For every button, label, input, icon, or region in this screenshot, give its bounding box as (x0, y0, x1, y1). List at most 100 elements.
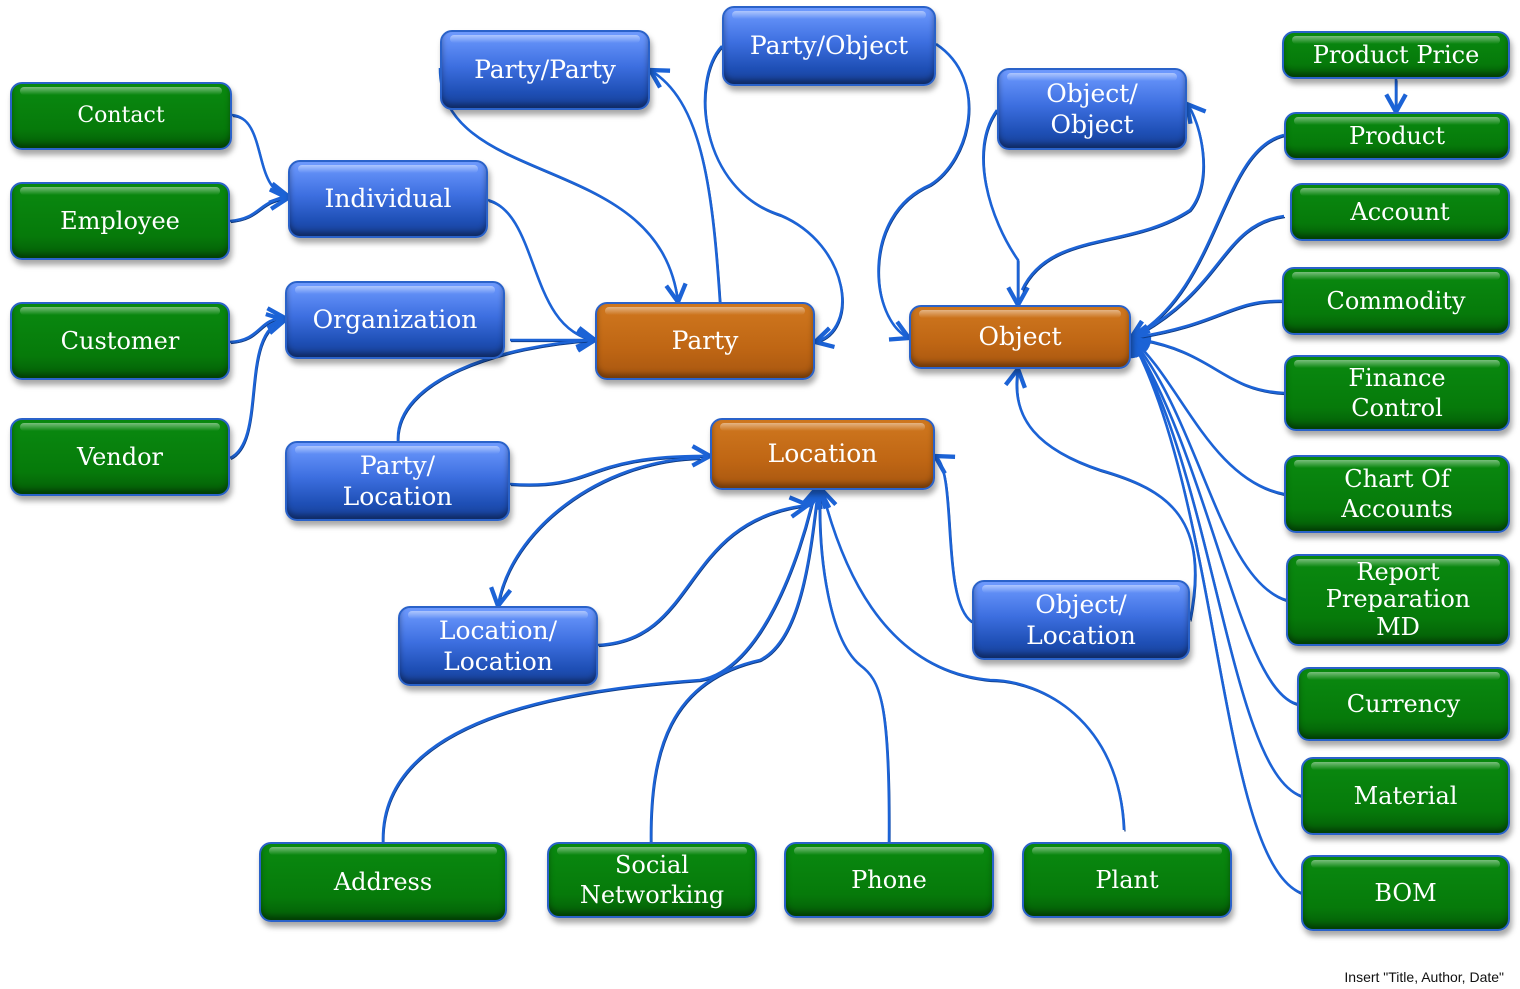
connector-phone-to-location (820, 490, 891, 843)
node-label: Plant (1095, 866, 1159, 894)
connector-party-party-to-party (438, 67, 678, 302)
node-location[interactable]: Location (710, 418, 935, 490)
node-material[interactable]: Material (1301, 757, 1510, 835)
node-social-networking[interactable]: Social Networking (547, 842, 757, 918)
node-label: Customer (60, 327, 180, 355)
connector-customer-to-organization (229, 318, 285, 344)
connector-party-location-to-party (396, 340, 595, 442)
connector-finance-control-to-object (1131, 338, 1285, 395)
connector-location-location-to-location (597, 505, 808, 647)
node-currency[interactable]: Currency (1297, 667, 1510, 741)
connector-individual-to-party (487, 198, 595, 340)
connector-party-location-to-location (509, 456, 710, 486)
node-label: Material (1353, 782, 1458, 810)
connector-shadow (510, 456, 712, 487)
connector-location-to-location-location (498, 456, 701, 606)
node-customer[interactable]: Customer (10, 302, 230, 380)
connector-shadow (650, 70, 722, 304)
node-product-price[interactable]: Product Price (1282, 31, 1510, 79)
node-object-object[interactable]: Object/ Object (997, 68, 1187, 150)
connector-shadow (935, 456, 974, 624)
connector-party-object-to-object (877, 42, 971, 338)
node-account[interactable]: Account (1290, 183, 1510, 241)
connector-material-to-object (1131, 338, 1302, 798)
node-party-location[interactable]: Party/ Location (285, 441, 510, 521)
connector-shadow (822, 491, 1126, 832)
node-individual[interactable]: Individual (288, 160, 488, 238)
connector-shadow (878, 45, 971, 341)
node-label: Vendor (76, 443, 164, 471)
node-label: Product (1349, 122, 1445, 150)
connector-contact-to-individual (231, 113, 288, 196)
node-report-preparation-md[interactable]: Report Preparation MD (1286, 554, 1510, 646)
node-address[interactable]: Address (259, 842, 507, 922)
node-label: Party/ Location (342, 450, 453, 511)
connector-employee-to-individual (229, 198, 288, 223)
node-finance-control[interactable]: Finance Control (1284, 355, 1510, 431)
node-location-location[interactable]: Location/ Location (398, 606, 598, 686)
node-label: Party/Party (474, 55, 616, 85)
connector-currency-to-object (1131, 338, 1298, 706)
connector-party-object-to-party (703, 45, 844, 342)
node-label: Object/ Object (1046, 78, 1138, 139)
node-label: Contact (77, 103, 165, 129)
node-employee[interactable]: Employee (10, 182, 230, 260)
node-label: Object/ Location (1026, 589, 1136, 650)
node-label: Phone (851, 866, 927, 894)
node-label: BOM (1374, 879, 1437, 907)
connector-object-location-to-object (1017, 369, 1197, 621)
node-label: Location (767, 439, 878, 469)
node-label: Party/Object (749, 31, 909, 61)
connector-account-to-object (1131, 214, 1285, 338)
connector-report-preparation-md-to-object (1131, 338, 1287, 602)
connector-address-to-location (381, 490, 815, 843)
node-label: Social Networking (579, 851, 725, 909)
connector-shadow (498, 458, 702, 608)
footer-caption: Insert "Title, Author, Date" (1344, 969, 1504, 985)
node-object-location[interactable]: Object/ Location (972, 580, 1190, 660)
node-label: Organization (312, 305, 478, 335)
node-label: Finance Control (1348, 364, 1446, 422)
node-commodity[interactable]: Commodity (1282, 267, 1510, 335)
connector-shadow (820, 491, 891, 844)
node-label: Account (1350, 198, 1450, 226)
node-label: Object (978, 322, 1062, 352)
connector-object-location-to-location (935, 456, 973, 624)
node-object[interactable]: Object (909, 305, 1131, 369)
node-bom[interactable]: BOM (1301, 855, 1510, 931)
node-product[interactable]: Product (1284, 112, 1510, 160)
connector-product-to-object (1131, 133, 1285, 338)
connector-object-to-object-object (1020, 104, 1203, 291)
node-label: Currency (1346, 690, 1461, 718)
node-chart-of-accounts[interactable]: Chart Of Accounts (1284, 455, 1510, 533)
node-label: Address (333, 868, 433, 896)
connector-shadow (1131, 135, 1286, 341)
node-organization[interactable]: Organization (285, 281, 505, 359)
connector-shadow (1131, 216, 1286, 341)
connector-chart-of-accounts-to-object (1131, 338, 1285, 496)
connector-party-to-party-party (650, 70, 722, 303)
node-label: Employee (60, 207, 180, 235)
connector-shadow (488, 200, 597, 343)
connector-vendor-to-organization (229, 320, 285, 460)
connector-shadow (1131, 301, 1284, 341)
connector-shadow (398, 340, 597, 443)
node-label: Party (671, 326, 739, 356)
connector-plant-to-location (822, 490, 1126, 831)
node-label: Report Preparation MD (1325, 557, 1471, 641)
connector-commodity-to-object (1131, 299, 1283, 338)
node-party[interactable]: Party (595, 302, 815, 380)
connector-social-networking-to-location (649, 490, 818, 843)
node-label: Commodity (1326, 287, 1466, 315)
node-contact[interactable]: Contact (10, 82, 232, 150)
node-plant[interactable]: Plant (1022, 842, 1232, 918)
connector-bom-to-object (1131, 338, 1302, 895)
connector-shadow (1131, 339, 1303, 799)
node-party-object[interactable]: Party/Object (722, 6, 936, 86)
connector-object-object-to-object (982, 109, 1018, 305)
node-party-party[interactable]: Party/Party (440, 30, 650, 110)
node-label: Chart Of Accounts (1341, 465, 1453, 523)
node-phone[interactable]: Phone (784, 842, 994, 918)
node-vendor[interactable]: Vendor (10, 418, 230, 496)
